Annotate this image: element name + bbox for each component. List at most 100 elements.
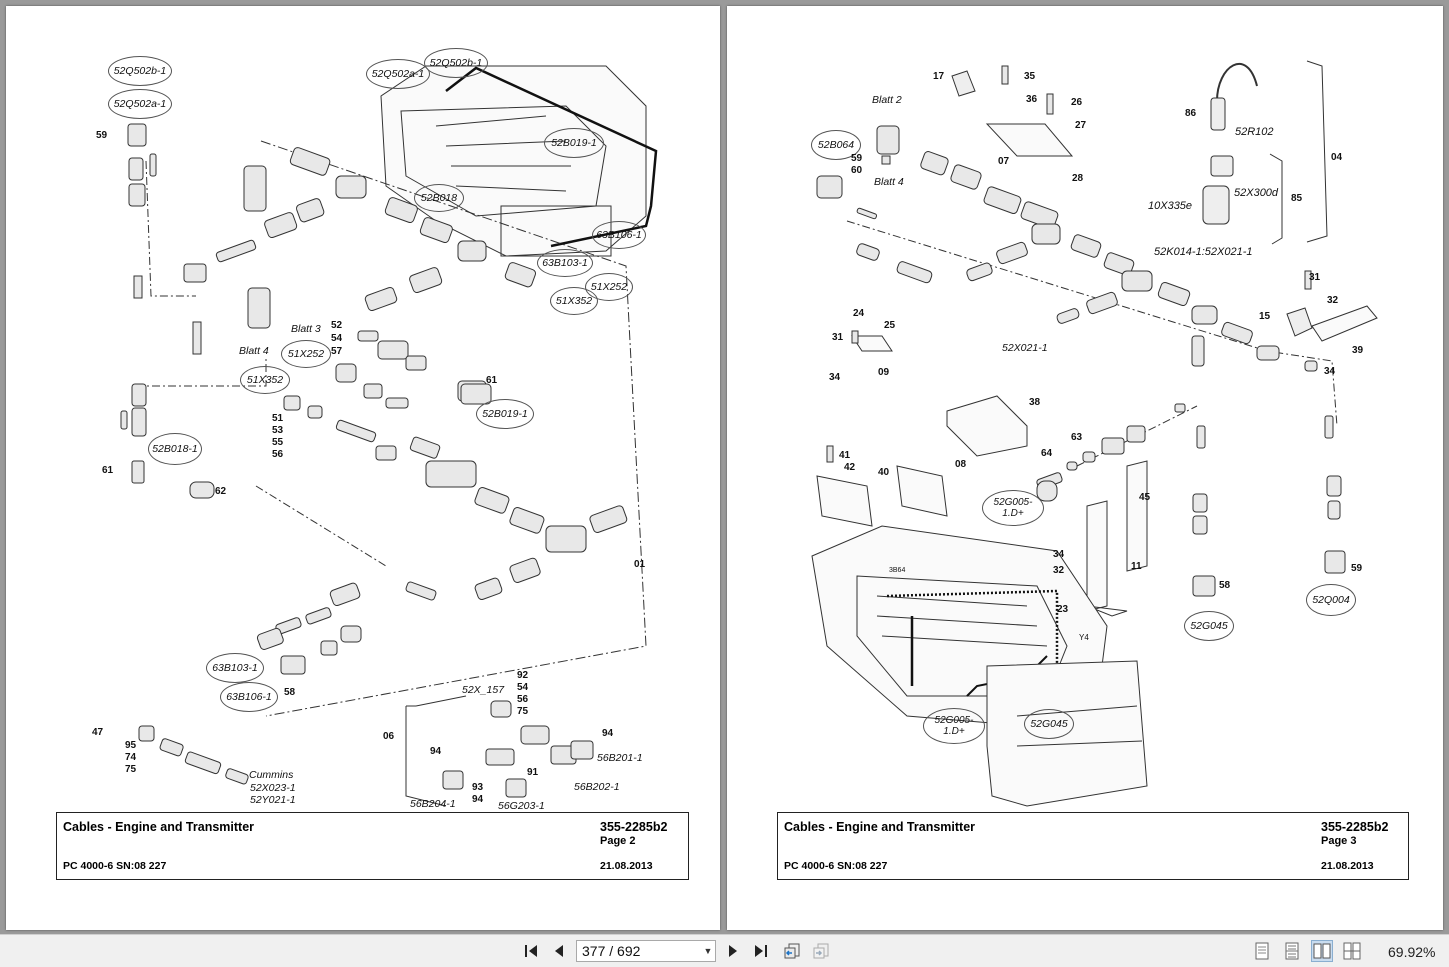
note-label: Blatt 2 — [872, 94, 902, 106]
item-number: 17 — [933, 71, 945, 82]
item-number: 32 — [1053, 565, 1065, 576]
callout-oval: 52G045 — [1024, 709, 1074, 739]
item-number: 34 — [1324, 366, 1336, 377]
item-number: 51 — [272, 413, 284, 424]
item-number: 63 — [1071, 432, 1083, 443]
item-number: 55 — [272, 437, 284, 448]
item-number: 15 — [1259, 311, 1271, 322]
note-label: 52X300d — [1234, 187, 1279, 199]
last-page-icon[interactable] — [750, 940, 772, 962]
item-number: 31 — [1309, 272, 1321, 283]
callout-oval: 63B103-1 — [206, 653, 264, 683]
item-number: 08 — [955, 459, 967, 470]
chevron-down-icon[interactable]: ▼ — [703, 946, 713, 956]
item-number: 07 — [998, 156, 1010, 167]
item-number: 94 — [472, 794, 484, 805]
item-number: 47 — [92, 727, 104, 738]
callout-oval: 52G045 — [1184, 611, 1234, 641]
document-viewer[interactable]: 52Q502b-1 52Q502a-1 52Q502a-1 52Q502b-1 … — [0, 0, 1449, 934]
note-label: 52R102 — [1235, 126, 1274, 138]
document-page-3: 52B064 52G005-1.D+ 52G045 52Q004 52G005-… — [727, 6, 1443, 930]
drawing-title: Cables - Engine and Transmitter — [63, 820, 255, 834]
callout-oval: 52Q502a-1 — [366, 59, 430, 89]
item-number: 75 — [125, 764, 137, 775]
drawing-number: 355-2285b2 — [1321, 820, 1389, 834]
item-number: 85 — [1291, 193, 1303, 204]
item-number: 35 — [1024, 71, 1036, 82]
item-number: 62 — [215, 486, 227, 497]
note-label: 56B201-1 — [597, 752, 643, 764]
callout-oval: 52Q004 — [1306, 584, 1356, 616]
page-number-field[interactable]: 377 / 692 ▼ — [576, 940, 716, 962]
callout-oval: 52B018 — [414, 184, 464, 212]
item-number: 86 — [1185, 108, 1197, 119]
item-number: 41 — [839, 450, 851, 461]
go-forward-icon[interactable] — [810, 940, 832, 962]
note-label: 10X335e — [1148, 200, 1193, 212]
note-label: 52X_157 — [462, 684, 505, 696]
note-label: 52X023-1 — [250, 782, 296, 794]
drawing-number: 355-2285b2 — [600, 820, 668, 834]
item-number: 23 — [1057, 604, 1069, 615]
callout-oval: 51X252 — [281, 340, 331, 368]
item-number: 58 — [284, 687, 296, 698]
item-number: 56 — [272, 449, 284, 460]
note-label: 56G203-1 — [498, 800, 545, 812]
prev-page-icon[interactable] — [548, 940, 570, 962]
note-label: 52Y021-1 — [250, 794, 296, 806]
go-back-icon[interactable] — [781, 940, 803, 962]
note-label: Y4 — [1079, 633, 1089, 642]
callout-oval: 51X252 — [585, 273, 633, 301]
item-number: 11 — [1131, 561, 1142, 572]
callout-oval: 52B064 — [811, 130, 861, 160]
page-number-value[interactable]: 377 / 692 — [582, 943, 641, 959]
callout-oval: 52G005-1.D+ — [923, 708, 985, 744]
viewer-toolbar: 377 / 692 ▼ 69.92% — [0, 934, 1449, 967]
item-number: 61 — [486, 375, 498, 386]
callout-oval: 51X352 — [240, 366, 290, 394]
item-number: 54 — [331, 333, 343, 344]
model-label: PC 4000-6 SN:08 227 — [784, 860, 888, 872]
callout-oval: 63B106-1 — [592, 221, 646, 249]
title-block: Cables - Engine and Transmitter 355-2285… — [56, 812, 689, 880]
item-number: 31 — [832, 332, 844, 343]
date-label: 21.08.2013 — [600, 860, 653, 872]
page-label: Page 2 — [600, 835, 636, 847]
zoom-level[interactable]: 69.92% — [1388, 944, 1436, 960]
continuous-page-icon[interactable] — [1281, 940, 1303, 962]
item-number: 06 — [383, 731, 395, 742]
note-label: Blatt 3 — [291, 323, 321, 335]
item-number: 45 — [1139, 492, 1151, 503]
item-number: 38 — [1029, 397, 1041, 408]
two-page-scroll-icon[interactable] — [1341, 940, 1363, 962]
next-page-icon[interactable] — [722, 940, 744, 962]
item-number: 95 — [125, 740, 137, 751]
item-number: 94 — [602, 728, 614, 739]
callout-oval: 52B019-1 — [544, 128, 604, 158]
note-label: Blatt 4 — [239, 345, 269, 357]
item-number: 09 — [878, 367, 890, 378]
single-page-icon[interactable] — [1251, 940, 1273, 962]
item-number: 57 — [331, 346, 343, 357]
note-label: 52X021-1 — [1002, 342, 1048, 354]
note-label: Cummins — [249, 769, 294, 781]
two-page-icon[interactable] — [1311, 940, 1333, 962]
item-number: 58 — [1219, 580, 1231, 591]
note-label: 52K014-1:52X021-1 — [1154, 246, 1253, 258]
item-number: 59 — [96, 130, 108, 141]
item-number: 04 — [1331, 152, 1343, 163]
callout-oval: 63B103-1 — [537, 249, 593, 277]
item-number: 24 — [853, 308, 865, 319]
date-label: 21.08.2013 — [1321, 860, 1374, 872]
item-number: 27 — [1075, 120, 1087, 131]
item-number: 53 — [272, 425, 284, 436]
page-label: Page 3 — [1321, 835, 1357, 847]
item-number: 36 — [1026, 94, 1038, 105]
model-label: PC 4000-6 SN:08 227 — [63, 860, 167, 872]
item-number: 34 — [829, 372, 841, 383]
first-page-icon[interactable] — [520, 940, 542, 962]
note-label: 56B204-1 — [410, 798, 456, 810]
item-number: 34 — [1053, 549, 1065, 560]
callout-oval: 52Q502a-1 — [108, 89, 172, 119]
item-number: 54 — [517, 682, 529, 693]
